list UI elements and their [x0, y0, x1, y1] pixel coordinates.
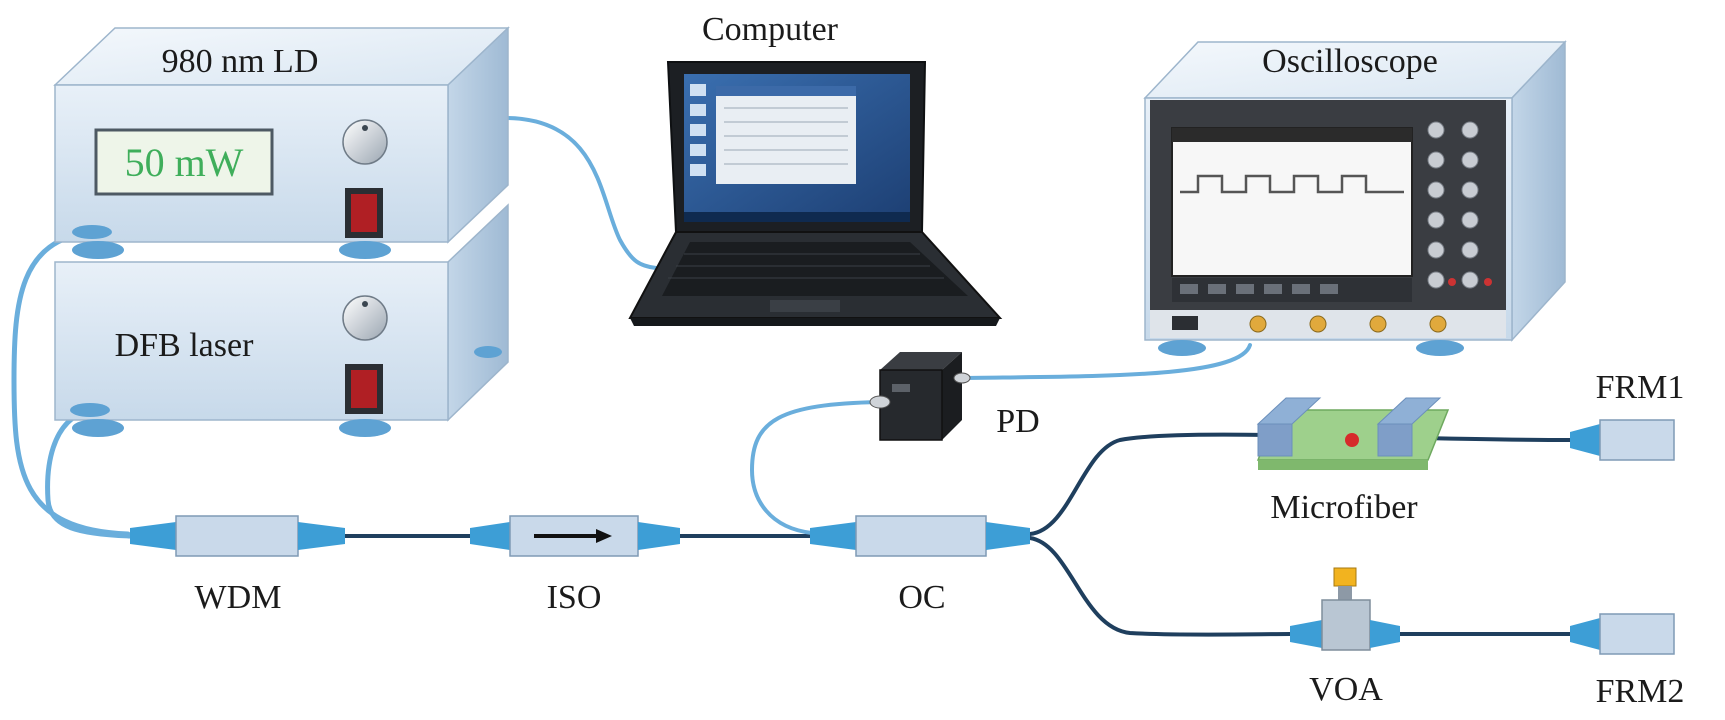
oscilloscope-screen	[1171, 127, 1413, 277]
voa-label: VOA	[1309, 671, 1383, 708]
fiber-dfb-to-wdm	[45, 407, 133, 539]
computer-label: Computer	[702, 11, 839, 48]
oscilloscope: Oscilloscope	[1143, 40, 1567, 356]
ld-label: 980 nm LD	[162, 43, 319, 80]
variable-optical-attenuator: VOA	[1290, 567, 1400, 708]
voa-adjust-knob[interactable]	[1333, 567, 1357, 587]
oc-label: OC	[898, 579, 945, 616]
pd-label: PD	[996, 403, 1039, 440]
dfb-knob[interactable]	[342, 295, 388, 341]
faraday-rotator-mirror-2: FRM2	[1570, 613, 1685, 710]
optical-coupler: OC	[810, 515, 1030, 616]
isolator: ISO	[470, 515, 680, 616]
microfiber-sample-dot	[1345, 433, 1359, 447]
wdm-label: WDM	[195, 579, 282, 616]
iso-label: ISO	[547, 579, 602, 616]
microfiber-label: Microfiber	[1270, 489, 1418, 526]
microfiber-stage: Microfiber	[1256, 397, 1450, 526]
fiber-oc-to-voa	[1028, 536, 1292, 637]
dfb-laser-unit: DFB laser	[54, 203, 509, 437]
cable-ld-to-computer	[503, 116, 658, 270]
oscilloscope-label: Oscilloscope	[1262, 43, 1438, 80]
photodetector: PD	[869, 352, 1040, 441]
dfb-fiber-port	[70, 403, 110, 417]
cable-pd-to-oscilloscope	[960, 343, 1252, 380]
wdm-coupler: WDM	[130, 515, 345, 616]
frm2-label: FRM2	[1596, 673, 1685, 710]
fiber-oc-to-pd	[749, 400, 882, 535]
computer-laptop: Computer	[628, 11, 1003, 326]
ld-display-value: 50 mW	[125, 140, 244, 185]
fiber-links	[11, 116, 1572, 637]
pd-fiber-port	[869, 395, 891, 409]
frm1-label: FRM1	[1596, 369, 1685, 406]
ld-power-display	[94, 128, 274, 196]
ld-fiber-port	[72, 225, 112, 239]
faraday-rotator-mirror-1: FRM1	[1570, 369, 1685, 461]
dfb-label: DFB laser	[115, 327, 255, 364]
oscilloscope-waveform	[1180, 174, 1404, 194]
ld-knob[interactable]	[342, 119, 388, 165]
oscilloscope-controls[interactable]	[1427, 121, 1479, 289]
ld-980nm-unit: 980 nm LD 50 mW	[53, 26, 510, 259]
